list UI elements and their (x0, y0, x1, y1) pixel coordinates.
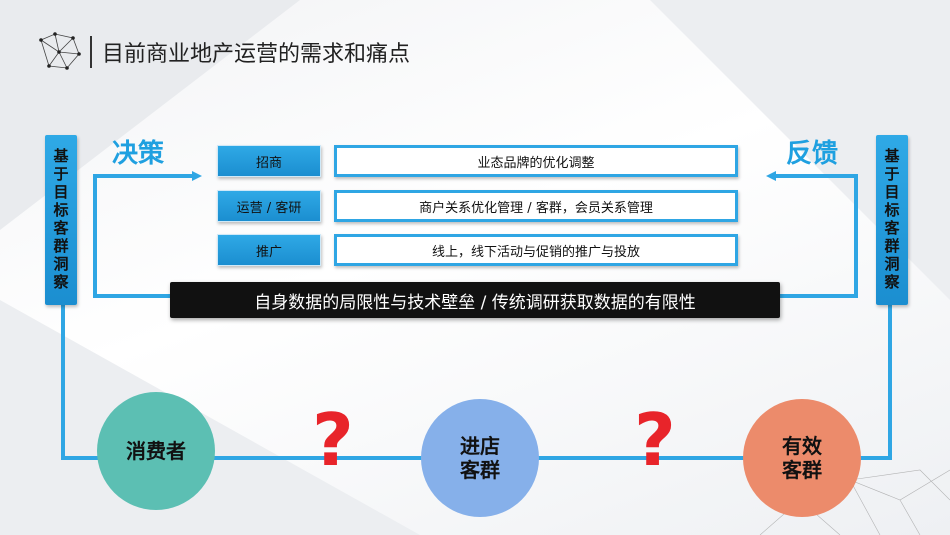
page-title: 目前商业地产运营的需求和痛点 (102, 42, 411, 67)
circle-consumers-label: 消费者 (126, 439, 186, 463)
circle-instore-line2: 客群 (460, 458, 500, 482)
row-label-promotion: 推广 (217, 234, 321, 266)
circle-effective-customers: 有效 客群 (743, 399, 861, 517)
circle-effective-line2: 客群 (782, 458, 822, 482)
right-target-insight-text: 基于目标客群洞察 (884, 147, 900, 291)
decision-label: 决策 (112, 139, 165, 169)
question-mark-1: ? (312, 398, 354, 482)
row-detail-recruitment: 业态品牌的优化调整 (334, 145, 738, 177)
left-target-insight-box: 基于目标客群洞察 (45, 135, 77, 305)
row-detail-operations: 商户关系优化管理 / 客群，会员关系管理 (334, 190, 738, 222)
title-divider (90, 36, 92, 68)
right-target-insight-box: 基于目标客群洞察 (876, 135, 908, 305)
circle-effective-line1: 有效 (782, 434, 822, 458)
network-logo-icon (39, 32, 81, 70)
pain-point-bar: 自身数据的局限性与技术壁垒 / 传统调研获取数据的有限性 (170, 282, 780, 318)
row-detail-promotion: 线上，线下活动与促销的推广与投放 (334, 234, 738, 266)
circle-instore-line1: 进店 (460, 434, 500, 458)
feedback-label: 反馈 (786, 139, 839, 169)
row-label-operations: 运营 / 客研 (217, 190, 321, 222)
left-target-insight-text: 基于目标客群洞察 (53, 147, 69, 291)
circle-instore-customers: 进店 客群 (421, 399, 539, 517)
circle-consumers: 消费者 (97, 392, 215, 510)
question-mark-2: ? (634, 398, 676, 482)
row-label-recruitment: 招商 (217, 145, 321, 177)
